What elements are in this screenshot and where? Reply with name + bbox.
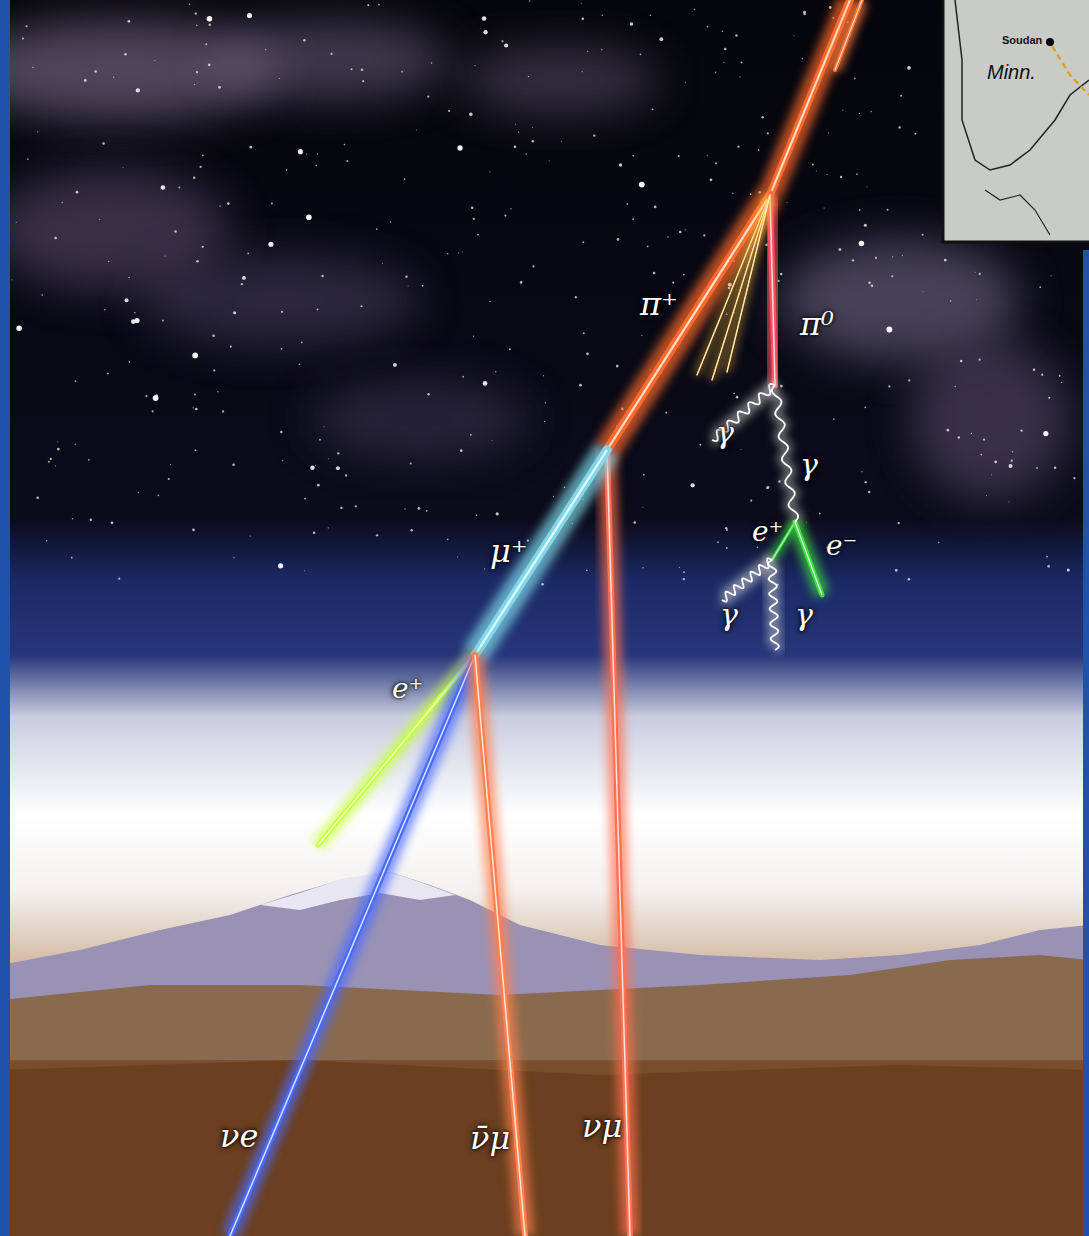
state-name: Minn.	[987, 62, 1036, 82]
photon-track	[768, 560, 779, 650]
particle-name: e⁺	[392, 675, 423, 703]
particle-name: π⁺	[640, 288, 678, 320]
frame	[0, 0, 10, 1236]
particle-name: μ⁺	[490, 535, 528, 567]
photon-track	[772, 385, 798, 522]
fragment-track	[712, 195, 770, 380]
fragment-track	[727, 195, 770, 372]
positron-track	[318, 655, 475, 845]
particle-name: γ	[800, 450, 818, 480]
particle-name: γ	[716, 418, 734, 448]
particle-name: ν̄μ	[470, 1122, 510, 1154]
muon-track	[475, 450, 607, 655]
particle-name: νe	[220, 1120, 258, 1152]
particle-name: γ	[795, 600, 813, 630]
particle-name: e⁺	[752, 518, 783, 546]
neutrino-track	[230, 655, 475, 1236]
place-name: Soudan	[1002, 35, 1042, 46]
nebula	[0, 20, 1070, 500]
frame	[1083, 250, 1089, 1236]
fragment-track	[697, 195, 770, 375]
primary-track	[835, 0, 862, 70]
near-hills	[0, 955, 1089, 1060]
particle-name: νμ	[582, 1110, 622, 1142]
snow-peak	[260, 872, 455, 910]
electron-track	[795, 522, 822, 595]
particle-name: π⁰	[800, 308, 834, 340]
ground	[0, 1060, 1089, 1236]
map-inset	[943, 0, 1089, 242]
particle-name: e⁻	[826, 532, 857, 560]
pion-track	[770, 195, 775, 385]
primary-track	[770, 0, 850, 195]
particle-name: γ	[720, 600, 738, 630]
stars	[12, 0, 1076, 585]
